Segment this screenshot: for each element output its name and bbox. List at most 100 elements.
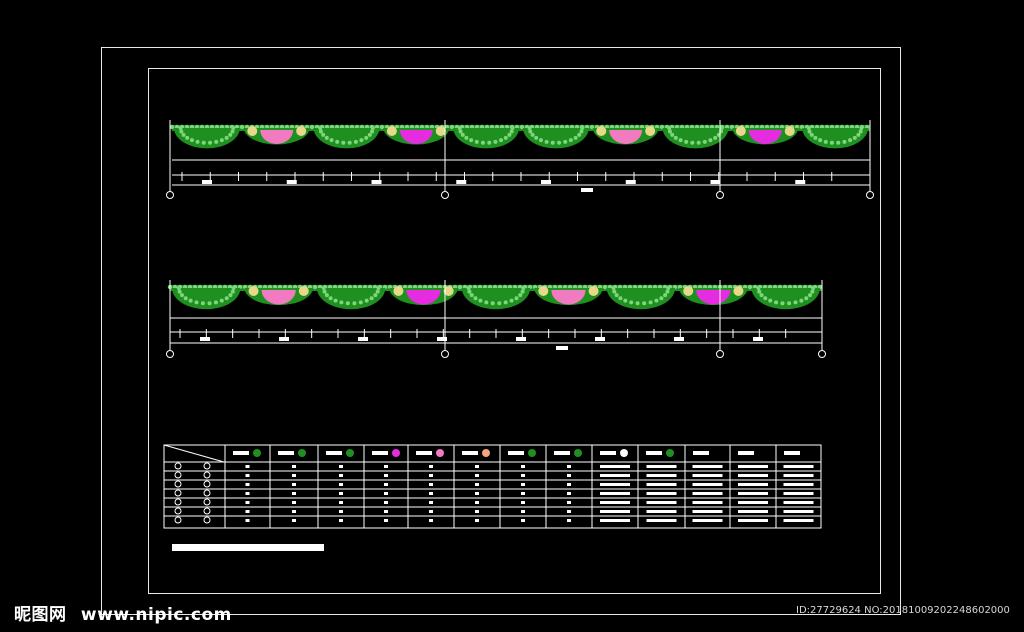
shrub-leaf	[497, 301, 502, 306]
green-shrub-icon	[528, 449, 536, 457]
plant-legend-table	[163, 444, 822, 529]
shrub-leaf	[702, 139, 707, 144]
legend-cell-value	[521, 483, 525, 486]
shrub-leaf	[219, 138, 224, 143]
legend-cell-value	[692, 510, 723, 513]
shrub-leaf	[464, 135, 469, 140]
legend-cell-value	[692, 501, 723, 504]
shrub-leaf	[659, 296, 664, 301]
legend-cell-value	[475, 483, 479, 486]
dimension-label	[358, 337, 368, 341]
legend-cell-value	[600, 465, 630, 468]
shrub-leaf	[200, 301, 205, 306]
legend-cell-value	[339, 510, 343, 513]
shrub-leaf	[324, 135, 329, 140]
shrub-leaf	[228, 293, 233, 298]
legend-cell-value	[521, 501, 525, 504]
shrub-leaf	[353, 139, 358, 144]
shrub-leaf	[460, 132, 465, 137]
shrub-leaf	[618, 296, 623, 301]
legend-cell-value	[600, 510, 630, 513]
hedge-leaf	[449, 124, 455, 130]
shrub-mass	[523, 128, 589, 149]
legend-cell-value	[292, 483, 296, 486]
legend-cell-value	[692, 492, 723, 495]
legend-cell-value	[646, 519, 677, 522]
shrub-leaf	[756, 286, 761, 290]
shrub-leaf	[612, 289, 617, 294]
hedge-leaf	[239, 124, 245, 130]
green-cluster-icon	[346, 449, 354, 457]
legend-cell-value	[384, 474, 388, 477]
legend-cell-value	[600, 501, 630, 504]
dimension-label	[202, 180, 212, 184]
green-shrub-icon	[253, 449, 261, 457]
shrub-mass	[751, 288, 820, 310]
legend-cell-value	[521, 519, 525, 522]
shrub-leaf	[469, 138, 474, 143]
legend-header-label	[326, 451, 342, 455]
axis-marker	[166, 350, 174, 358]
shrub-leaf	[530, 132, 535, 137]
shrub-leaf	[457, 126, 462, 130]
legend-cell-value	[245, 519, 250, 522]
shrub-leaf	[509, 129, 514, 134]
legend-cell-value	[692, 519, 723, 522]
shrub-leaf	[654, 298, 659, 303]
shrub-leaf	[684, 139, 689, 144]
legend-row-marker	[203, 462, 211, 470]
shrub-leaf	[458, 129, 463, 134]
shrub-leaf	[665, 289, 670, 294]
legend-row-marker	[174, 507, 182, 515]
legend-cell-value	[783, 510, 814, 513]
shrub-leaf	[318, 126, 323, 130]
shrub-leaf	[811, 286, 816, 290]
white-box-icon	[620, 449, 628, 457]
legend-cell-value	[245, 465, 250, 468]
shrub-leaf	[322, 289, 327, 294]
shrub-leaf	[324, 293, 329, 298]
dimension-label	[437, 337, 447, 341]
legend-cell-value	[521, 510, 525, 513]
shrub-leaf	[759, 293, 764, 298]
legend-cell-value	[475, 474, 479, 477]
legend-cell-value	[567, 501, 571, 504]
legend-cell-value	[646, 501, 677, 504]
legend-header-label	[508, 451, 524, 455]
dimension-label	[200, 337, 210, 341]
legend-cell-value	[738, 519, 768, 522]
yellow-shrub	[393, 286, 404, 296]
legend-header-label	[278, 451, 294, 455]
shrub-leaf	[708, 138, 713, 143]
shrub-leaf	[345, 301, 350, 306]
planting-elevation-1	[166, 120, 874, 199]
flower-cluster	[406, 290, 441, 305]
shrub-leaf	[573, 135, 578, 140]
shrub-leaf	[499, 138, 504, 143]
hedge-leaf	[379, 124, 385, 130]
shrub-leaf	[768, 298, 773, 303]
hedge-leaf	[312, 284, 318, 290]
shrub-leaf	[335, 139, 340, 144]
shrub-mass	[174, 128, 240, 149]
shrub-leaf	[799, 298, 804, 303]
shrub-leaf	[678, 138, 683, 143]
green-cluster-icon	[298, 449, 306, 457]
overall-dimension-label	[581, 188, 593, 192]
shrub-leaf	[341, 140, 346, 145]
hedge-leaf	[602, 284, 608, 290]
shrub-leaf	[780, 301, 785, 306]
shrub-leaf	[474, 139, 479, 144]
axis-marker	[818, 350, 826, 358]
legend-cell-value	[429, 492, 433, 495]
legend-cell-value	[339, 474, 343, 477]
legend-cell-value	[738, 474, 768, 477]
shrub-leaf	[713, 135, 718, 140]
shrub-mass	[662, 128, 729, 149]
shrub-leaf	[614, 293, 619, 298]
yellow-shrub	[248, 286, 259, 296]
shrub-leaf	[370, 126, 375, 130]
shrub-leaf	[808, 293, 813, 298]
legend-header-label	[233, 451, 249, 455]
shrub-leaf	[503, 300, 508, 305]
